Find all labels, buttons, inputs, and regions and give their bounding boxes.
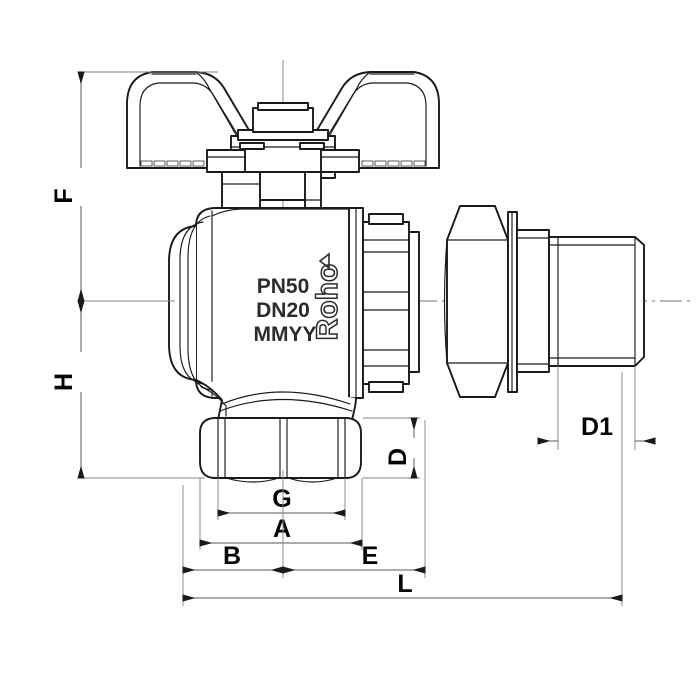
- stem-collar: [221, 171, 261, 215]
- dim-E-label: E: [362, 542, 379, 570]
- dimension-H: H: [50, 300, 205, 479]
- handle-left-wing-edge: [195, 71, 247, 153]
- hex-bottom-scallop-left: [225, 477, 280, 483]
- union-hex-nut: [443, 205, 518, 398]
- handle-assembly: [126, 71, 440, 179]
- handle-left-block: [206, 149, 246, 173]
- dim-D-label: D: [384, 448, 412, 466]
- body-left-cap-inner2: [187, 215, 211, 391]
- union-hex-outline: [446, 205, 509, 398]
- dim-L-label: L: [397, 570, 412, 598]
- packing-top-ring: [368, 213, 404, 225]
- hub-boss-right: [299, 142, 325, 150]
- body-top-chamfer: [211, 208, 356, 217]
- dimension-G: G: [217, 478, 346, 520]
- body-left-cap: [168, 225, 197, 381]
- marking-mmyy: MMYY: [254, 323, 317, 346]
- dimension-D1: D1: [537, 366, 656, 450]
- dimension-L: L: [182, 372, 623, 606]
- brand-logo-mark: [318, 252, 330, 270]
- brand-logo-roho: Roho: [311, 264, 344, 341]
- body-left-cap-inner1: [179, 221, 204, 385]
- body-markings: PN50 DN20 MMYY Roho: [254, 252, 345, 346]
- handle-left-grip-ribs: [140, 160, 205, 167]
- thread-shoulder: [516, 229, 550, 373]
- dim-A-label: A: [273, 515, 291, 543]
- stem-nut-top: [257, 102, 309, 111]
- dimension-A: A: [199, 478, 363, 550]
- valve-body: [168, 207, 364, 421]
- packing-bottom-ring: [368, 381, 404, 393]
- marking-pn50: PN50: [257, 275, 310, 298]
- body-bottom-neck-curve: [221, 391, 351, 405]
- bottom-hex-nut: [199, 417, 362, 483]
- dim-D1-label: D1: [581, 413, 613, 441]
- marking-dn20: DN20: [256, 299, 310, 322]
- hex-bottom-scallop-right: [287, 477, 338, 483]
- handle-right-block: [320, 149, 360, 173]
- packing-collar: [408, 231, 420, 373]
- dimension-F: F: [50, 71, 218, 302]
- body-bottom-neck-inner: [200, 386, 227, 417]
- dim-B-label: B: [223, 542, 241, 570]
- male-thread-outlet: [516, 229, 645, 373]
- dimension-B: B: [182, 470, 284, 578]
- dim-G-label: G: [272, 485, 291, 513]
- dimension-E: E: [282, 420, 426, 578]
- union-hex-waist-left: [443, 239, 448, 364]
- body-bottom-neck-curve2: [219, 398, 353, 412]
- packing-section: [362, 213, 420, 393]
- handle-right-grip-ribs: [361, 160, 426, 167]
- dim-F-label: F: [50, 188, 78, 203]
- stem-nut: [252, 107, 314, 133]
- packing-body: [362, 221, 410, 385]
- dim-H-label: H: [50, 373, 78, 391]
- handle-right-wing-edge: [319, 71, 371, 153]
- dimension-D: D: [363, 417, 420, 479]
- thread-main: [548, 236, 645, 367]
- hub-boss-left: [239, 142, 265, 150]
